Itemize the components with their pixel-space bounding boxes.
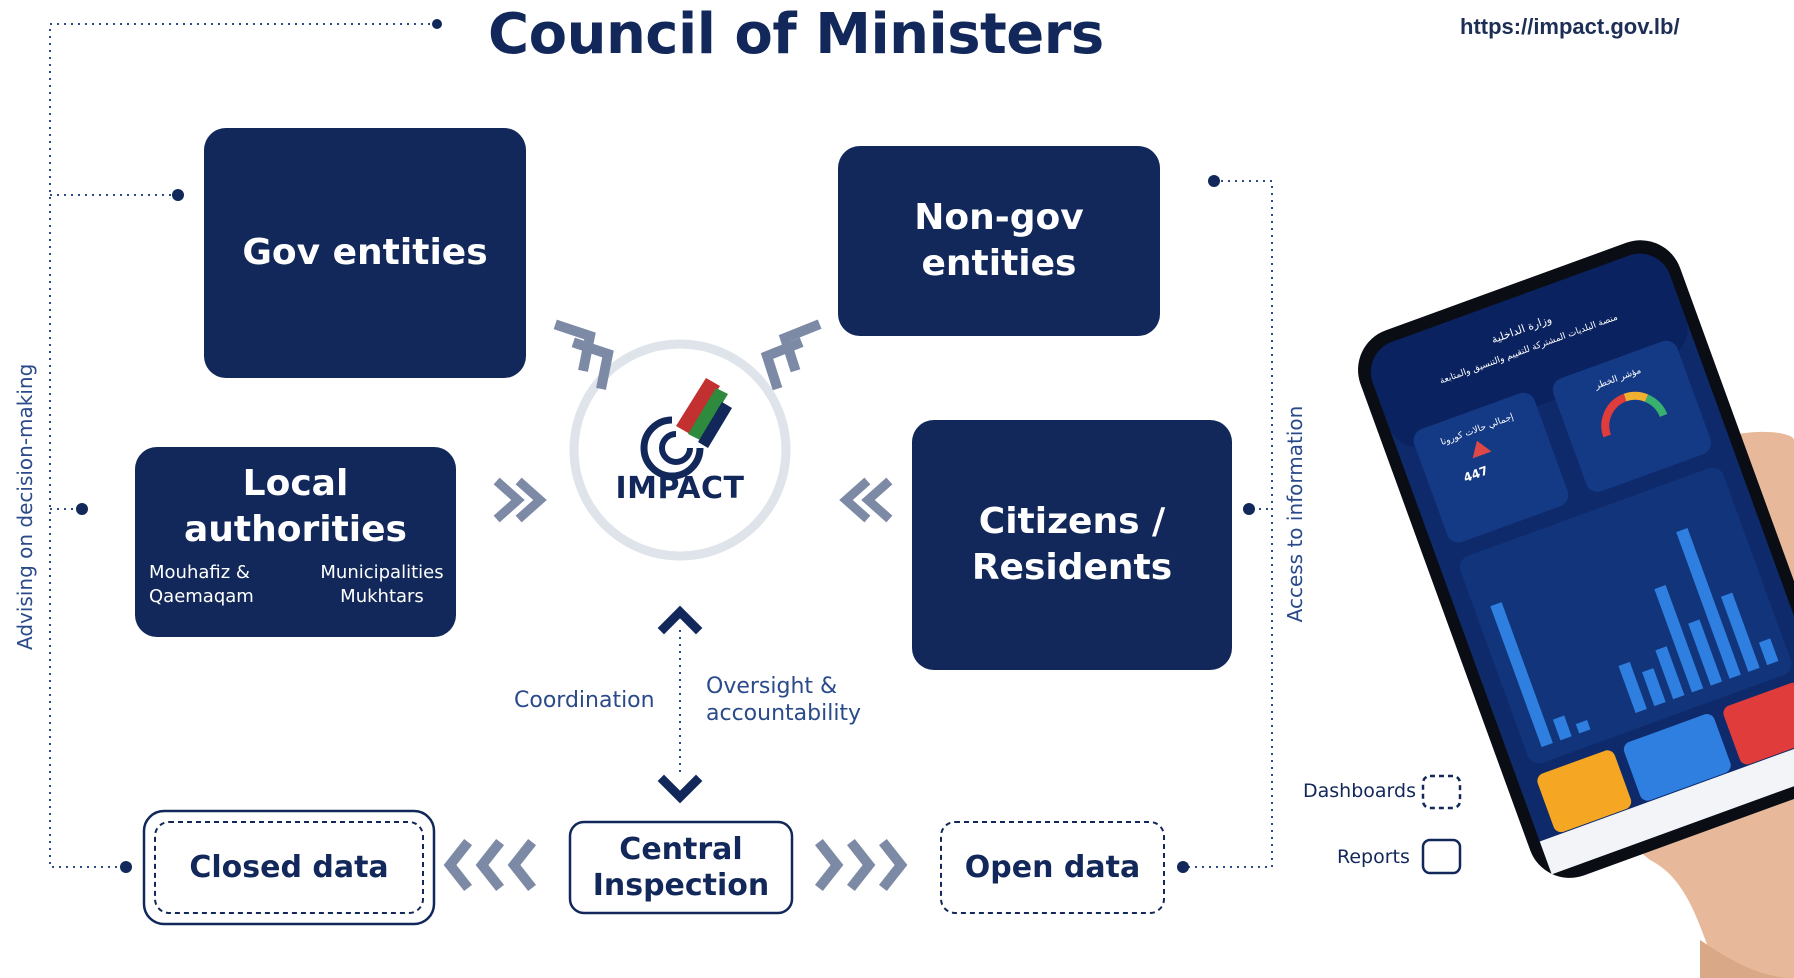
chevrons-out-left-icon (443, 838, 537, 892)
edge-label-access: Access to information (1283, 405, 1307, 623)
phone-chart-bar (1720, 592, 1760, 672)
phone-chart-bar (1490, 602, 1553, 748)
edge-label-coordination: Coordination (514, 688, 655, 713)
double-arrow-vertical-icon (657, 605, 703, 804)
phone-mockup: وزارة الداخلية منصة البلديات المشتركة لل… (1358, 240, 1794, 978)
impact-center-label: IMPACT (615, 471, 745, 506)
node-non-gov-entities: Non-gov entities (838, 146, 1160, 336)
legend-dashboards-label: Dashboards (1303, 780, 1416, 802)
phone-chart-bar (1676, 528, 1741, 679)
edge-label-oversight: Oversight & accountability (706, 674, 862, 726)
page-title: Council of Ministers (488, 2, 1104, 67)
node-gov-entities: Gov entities (204, 128, 526, 378)
chevrons-in-right-icon (839, 477, 893, 523)
local-sub-municipalities: Municipalities Mukhtars (320, 562, 444, 607)
node-citizens-label: Citizens / Residents (971, 501, 1173, 588)
phone-chart-bar (1618, 661, 1647, 713)
legend-reports-label: Reports (1337, 846, 1410, 868)
edge-label-advising: Advising on decision-making (13, 363, 37, 650)
node-open-data: Open data (964, 849, 1141, 885)
phone-chart-bar (1654, 584, 1704, 693)
chevrons-in-topleft-icon (553, 319, 614, 390)
node-closed-data: Closed data (189, 849, 389, 885)
phone-bar-chart (1490, 528, 1779, 748)
node-local-authorities-label: Local authorities (184, 463, 407, 550)
node-gov-entities-label: Gov entities (242, 232, 488, 273)
phone-chart-bar (1575, 719, 1591, 734)
phone-chart-bar (1758, 638, 1779, 666)
phone-chart-bar (1655, 646, 1685, 700)
node-non-gov-entities-label: Non-gov entities (914, 197, 1084, 284)
legend-reports-swatch (1421, 838, 1462, 875)
site-url[interactable]: https://impact.gov.lb/ (1460, 14, 1680, 39)
legend-dashboards-swatch (1421, 774, 1462, 810)
chevrons-in-left-icon (493, 477, 547, 523)
chevrons-in-topright-icon (760, 319, 822, 391)
phone-chart-bar (1642, 668, 1666, 707)
node-local-authorities: Local authorities Mouhafiz & Qaemaqam Mu… (135, 447, 456, 637)
node-central-inspection: Central Inspection (592, 831, 770, 903)
impact-logo-icon (640, 378, 732, 480)
node-citizens-residents: Citizens / Residents (912, 420, 1232, 670)
phone-chart-bar (1688, 619, 1723, 686)
phone-chart-bar (1552, 715, 1572, 741)
local-sub-mouhafiz: Mouhafiz & Qaemaqam (149, 562, 254, 607)
chevrons-out-right-icon (814, 838, 908, 892)
